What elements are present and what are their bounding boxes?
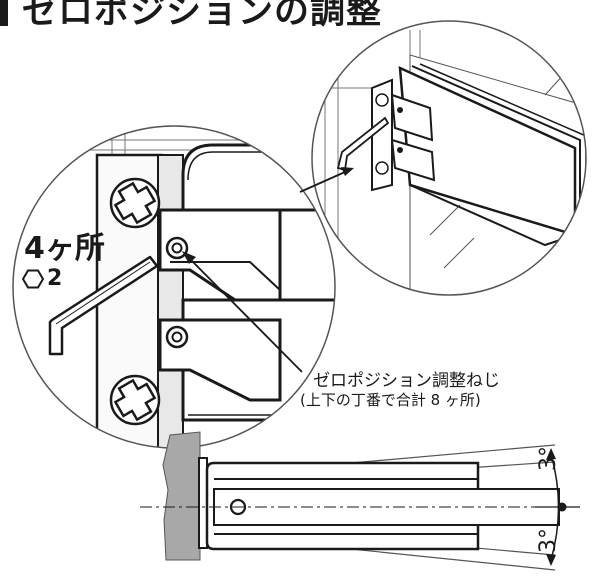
zoom-circle-small [311, 20, 587, 296]
detail-arrow [299, 167, 354, 193]
angle-down-label: 3° [536, 528, 561, 553]
title-bar [0, 0, 8, 26]
angle-up-label: 3° [536, 446, 561, 471]
page-title: ゼロポジションの調整 [0, 0, 382, 32]
hex-key-icon [48, 255, 159, 356]
hinge-closeup-detail [13, 126, 335, 448]
zero-position-screw-icon [165, 236, 189, 260]
plus-screw-icon [109, 374, 161, 426]
screw-caption: ゼロポジション調整ねじ [313, 371, 500, 391]
title-text: ゼロポジションの調整 [22, 0, 383, 32]
hex-size-value: 2 [47, 266, 63, 291]
hexagon-icon [22, 269, 44, 288]
screw-count-label: 4ヶ所 [24, 231, 105, 266]
screw-pointer-arrow [182, 251, 303, 373]
swing-angle-diagram [140, 431, 580, 571]
hinge-overview-detail [312, 21, 586, 295]
zero-position-screw-icon [165, 325, 189, 349]
screw-caption-note: (上下の丁番で合計 8 ヶ所) [300, 391, 481, 409]
hex-size-label: 2 [22, 266, 62, 291]
plus-screw-icon [109, 177, 161, 229]
